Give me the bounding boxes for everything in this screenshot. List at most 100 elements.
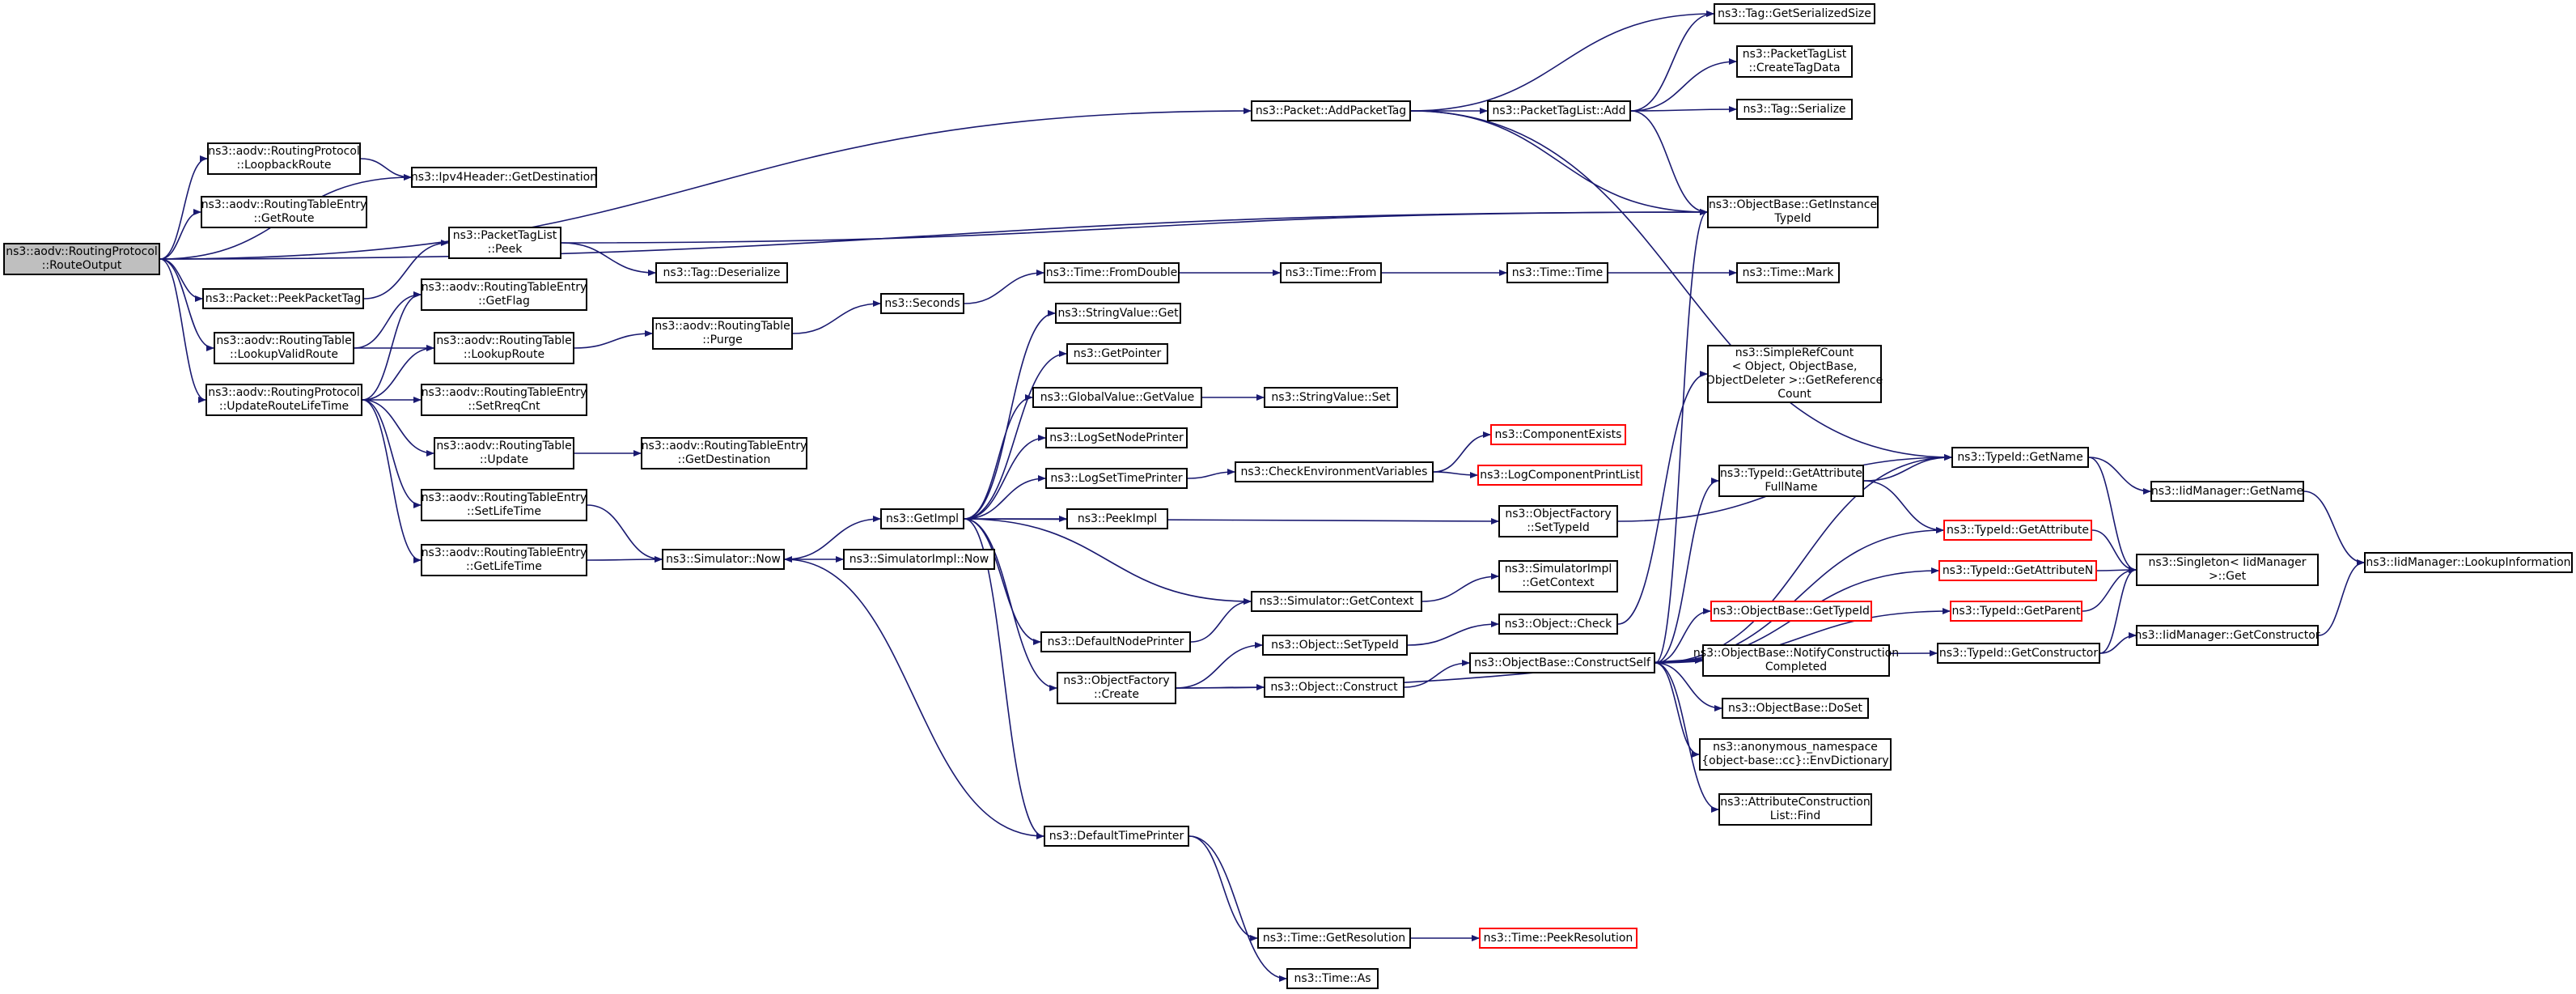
node-globalvalue-getvalue[interactable]: ns3::GlobalValue::GetValue <box>1032 387 1202 408</box>
edge-objectbase-construct-self-to-objectbase-get-typeid <box>1654 608 1711 664</box>
node-log-set-time-printer[interactable]: ns3::LogSetTimePrinter <box>1045 468 1188 489</box>
node-update-route-lifetime[interactable]: ns3::aodv::RoutingProtocol ::UpdateRoute… <box>205 384 362 416</box>
edge-rte-get-lifetime-to-simulator-now <box>587 556 663 563</box>
node-typeid-get-constructor[interactable]: ns3::TypeId::GetConstructor <box>1937 643 2100 664</box>
node-objectbase-notify-construction-completed[interactable]: ns3::ObjectBase::NotifyConstruction Comp… <box>1693 644 1899 677</box>
node-iidmanager-get-name[interactable]: ns3::IidManager::GetName <box>2150 481 2304 502</box>
edge-iidmanager-get-name-to-iidmanager-lookup-information <box>2303 491 2365 566</box>
node-time-from[interactable]: ns3::Time::From <box>1280 262 1382 283</box>
edge-route-output-to-add-packet-tag <box>159 108 1252 260</box>
edge-route-output-to-get-instance-typeid <box>159 209 1708 260</box>
edge-ptl-peek-to-tag-deserialize <box>561 242 656 276</box>
node-time-peek-resolution[interactable]: ns3::Time::PeekResolution <box>1479 928 1638 949</box>
edge-get-impl-to-log-set-node-printer <box>964 435 1046 520</box>
node-peek-packet-tag[interactable]: ns3::Packet::PeekPacketTag <box>202 288 364 309</box>
node-time-mark[interactable]: ns3::Time::Mark <box>1736 262 1840 283</box>
node-ipv4-get-destination[interactable]: ns3::Ipv4Header::GetDestination <box>411 167 597 188</box>
edge-typeid-get-name-to-iidmanager-get-name <box>2088 457 2151 495</box>
edge-objectbase-construct-self-to-typeid-get-attribute <box>1654 527 1944 664</box>
edge-rte-set-lifetime-to-simulator-now <box>587 504 663 563</box>
node-log-component-print-list[interactable]: ns3::LogComponentPrintList <box>1477 465 1642 486</box>
edge-loopback-route-to-ipv4-get-destination <box>360 158 412 181</box>
edge-rt-purge-to-seconds <box>792 300 881 334</box>
edge-route-output-to-loopback-route <box>159 155 208 260</box>
node-log-set-node-printer[interactable]: ns3::LogSetNodePrinter <box>1045 427 1188 448</box>
node-objectbase-do-set[interactable]: ns3::ObjectBase::DoSet <box>1722 698 1869 719</box>
edge-route-output-to-peek-packet-tag <box>159 258 203 302</box>
node-object-construct[interactable]: ns3::Object::Construct <box>1264 677 1405 698</box>
node-object-set-typeid[interactable]: ns3::Object::SetTypeId <box>1262 635 1408 656</box>
edge-update-route-lifetime-to-rt-update <box>362 399 434 457</box>
node-time-from-double[interactable]: ns3::Time::FromDouble <box>1044 262 1180 283</box>
node-component-exists[interactable]: ns3::ComponentExists <box>1490 424 1626 445</box>
node-tag-get-serialized-size[interactable]: ns3::Tag::GetSerializedSize <box>1714 3 1875 24</box>
node-add-packet-tag[interactable]: ns3::Packet::AddPacketTag <box>1251 100 1411 121</box>
node-rte-set-lifetime[interactable]: ns3::aodv::RoutingTableEntry ::SetLifeTi… <box>421 489 587 521</box>
edge-check-env-vars-to-log-component-print-list <box>1433 471 1478 478</box>
node-tag-deserialize[interactable]: ns3::Tag::Deserialize <box>655 262 788 283</box>
node-typeid-get-parent[interactable]: ns3::TypeId::GetParent <box>1950 601 2082 622</box>
node-objectfactory-set-typeid[interactable]: ns3::ObjectFactory ::SetTypeId <box>1498 505 1618 537</box>
node-ptl-add[interactable]: ns3::PacketTagList::Add <box>1487 100 1631 121</box>
node-anon-env-dictionary[interactable]: ns3::anonymous_namespace {object-base::c… <box>1699 738 1892 771</box>
node-rt-lookup-route[interactable]: ns3::aodv::RoutingTable ::LookupRoute <box>434 332 574 364</box>
edge-seconds-to-time-from-double <box>964 270 1044 304</box>
node-time-time[interactable]: ns3::Time::Time <box>1506 262 1608 283</box>
edge-get-impl-to-objectfactory-create <box>964 518 1057 691</box>
node-rte-get-lifetime[interactable]: ns3::aodv::RoutingTableEntry ::GetLifeTi… <box>421 544 587 576</box>
edge-log-set-time-printer-to-check-env-vars <box>1187 469 1235 479</box>
node-default-node-printer[interactable]: ns3::DefaultNodePrinter <box>1040 631 1191 652</box>
node-rte-get-destination[interactable]: ns3::aodv::RoutingTableEntry ::GetDestin… <box>641 437 807 469</box>
node-typeid-get-attribute-full-name[interactable]: ns3::TypeId::GetAttribute FullName <box>1718 465 1864 497</box>
node-iidmanager-lookup-information[interactable]: ns3::IidManager::LookupInformation <box>2364 552 2573 573</box>
edge-lookup-valid-route-to-rte-get-flag <box>354 291 422 349</box>
node-stringvalue-set[interactable]: ns3::StringValue::Set <box>1264 387 1398 408</box>
node-typeid-get-attribute-n[interactable]: ns3::TypeId::GetAttributeN <box>1938 560 2097 581</box>
node-typeid-get-attribute[interactable]: ns3::TypeId::GetAttribute <box>1943 520 2092 541</box>
node-lookup-valid-route[interactable]: ns3::aodv::RoutingTable ::LookupValidRou… <box>214 332 354 364</box>
node-get-impl[interactable]: ns3::GetImpl <box>880 508 964 529</box>
node-ptl-peek[interactable]: ns3::PacketTagList ::Peek <box>448 227 561 259</box>
edge-simulator-get-context-to-simulatorimpl-get-context <box>1421 573 1499 602</box>
node-iidmanager-get-constructor[interactable]: ns3::IidManager::GetConstructor <box>2134 625 2320 646</box>
node-typeid-get-name[interactable]: ns3::TypeId::GetName <box>1951 447 2089 468</box>
node-rte-get-route[interactable]: ns3::aodv::RoutingTableEntry ::GetRoute <box>201 196 367 228</box>
edge-get-impl-to-objectfactory-set-typeid <box>964 517 1499 525</box>
edge-typeid-get-constructor-to-singleton-get <box>2099 567 2137 654</box>
node-rte-get-flag[interactable]: ns3::aodv::RoutingTableEntry ::GetFlag <box>421 278 587 311</box>
node-attribute-construction-list-find[interactable]: ns3::AttributeConstruction List::Find <box>1718 793 1872 826</box>
node-peek-impl[interactable]: ns3::PeekImpl <box>1066 508 1168 529</box>
edge-default-time-printer-to-simulator-now <box>784 556 1044 837</box>
node-rt-purge[interactable]: ns3::aodv::RoutingTable ::Purge <box>652 317 793 350</box>
edge-get-impl-to-default-node-printer <box>964 518 1041 645</box>
node-rte-set-rreq-cnt[interactable]: ns3::aodv::RoutingTableEntry ::SetRreqCn… <box>421 384 587 416</box>
node-time-get-resolution[interactable]: ns3::Time::GetResolution <box>1257 928 1411 949</box>
node-get-instance-typeid[interactable]: ns3::ObjectBase::GetInstance TypeId <box>1707 196 1879 228</box>
node-singleton-get[interactable]: ns3::Singleton< IidManager >::Get <box>2136 554 2319 586</box>
node-seconds[interactable]: ns3::Seconds <box>880 293 964 314</box>
edge-typeid-get-name-to-singleton-get <box>2088 457 2137 573</box>
node-simulatorimpl-now[interactable]: ns3::SimulatorImpl::Now <box>843 549 995 570</box>
node-tag-serialize[interactable]: ns3::Tag::Serialize <box>1736 99 1853 120</box>
node-objectbase-construct-self[interactable]: ns3::ObjectBase::ConstructSelf <box>1469 652 1655 673</box>
node-ptl-create-tag-data[interactable]: ns3::PacketTagList ::CreateTagData <box>1736 45 1853 78</box>
edge-ptl-add-to-ptl-create-tag-data <box>1630 58 1737 112</box>
node-loopback-route[interactable]: ns3::aodv::RoutingProtocol ::LoopbackRou… <box>207 142 361 175</box>
node-objectfactory-create[interactable]: ns3::ObjectFactory ::Create <box>1057 672 1176 704</box>
node-objectbase-get-typeid[interactable]: ns3::ObjectBase::GetTypeId <box>1710 601 1872 622</box>
edge-get-impl-to-globalvalue-getvalue <box>964 394 1033 520</box>
node-simulatorimpl-get-context[interactable]: ns3::SimulatorImpl ::GetContext <box>1498 560 1618 593</box>
edge-ptl-add-to-get-instance-typeid <box>1630 110 1708 215</box>
node-simulator-now[interactable]: ns3::Simulator::Now <box>662 549 785 570</box>
edge-default-time-printer-to-time-get-resolution <box>1188 835 1258 941</box>
node-default-time-printer[interactable]: ns3::DefaultTimePrinter <box>1044 826 1189 847</box>
node-time-as[interactable]: ns3::Time::As <box>1286 968 1379 989</box>
node-get-pointer[interactable]: ns3::GetPointer <box>1066 343 1168 364</box>
node-simulator-get-context[interactable]: ns3::Simulator::GetContext <box>1251 591 1422 612</box>
node-check-env-vars[interactable]: ns3::CheckEnvironmentVariables <box>1235 461 1434 482</box>
node-rt-update[interactable]: ns3::aodv::RoutingTable ::Update <box>434 437 574 469</box>
node-simplerefcount-get-ref[interactable]: ns3::SimpleRefCount < Object, ObjectBase… <box>1706 345 1883 403</box>
node-stringvalue-get[interactable]: ns3::StringValue::Get <box>1055 303 1181 324</box>
node-object-check[interactable]: ns3::Object::Check <box>1498 614 1618 635</box>
